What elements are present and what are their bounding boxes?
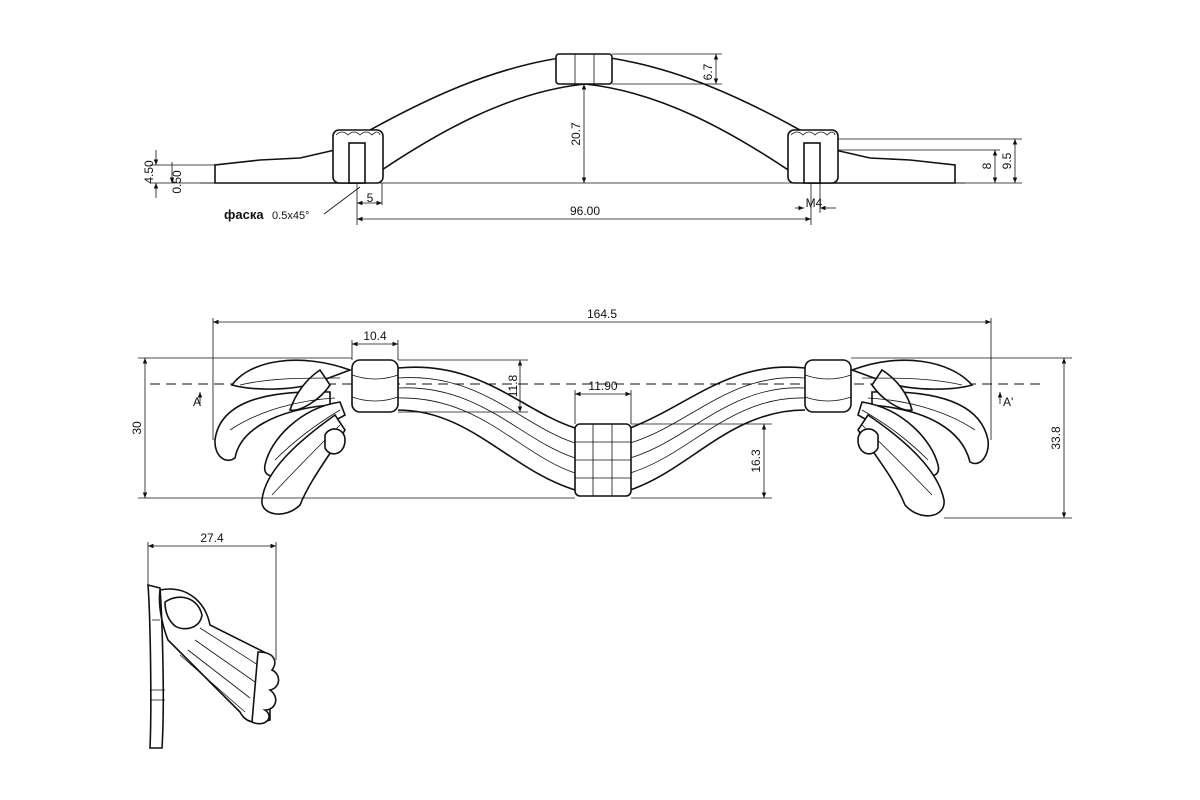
top-left-post-block <box>351 359 399 413</box>
dim-side-post-width: 5 <box>367 191 374 205</box>
side-view: 6.7 20.7 4.50 0.50 фаска 0.5x45° 5 96.00… <box>142 53 1022 225</box>
dim-side-left-base: 4.50 <box>142 160 156 184</box>
left-thread-hole <box>348 142 366 184</box>
dim-side-end-height-b: 9.5 <box>1000 152 1014 169</box>
dim-top-total-length: 164.5 <box>587 307 617 321</box>
section-label-right: A' <box>1003 395 1013 409</box>
right-thread-hole <box>803 142 821 184</box>
dim-side-left-plate: 0.50 <box>170 170 184 194</box>
section-label-left: A <box>193 395 201 409</box>
end-view: 27.4 <box>147 531 280 749</box>
dim-top-post-block-height: 11.8 <box>506 374 520 397</box>
dim-side-top-height: 6.7 <box>701 63 715 80</box>
dim-end-depth: 27.4 <box>200 531 224 545</box>
left-leaf-ornament <box>214 359 353 515</box>
dim-top-center-height: 16.3 <box>749 449 763 473</box>
dim-top-center-block-width: 11.90 <box>588 379 617 393</box>
dim-top-width-left: 30 <box>130 421 144 435</box>
dim-top-post-block-width: 10.4 <box>363 329 387 343</box>
top-center-block <box>555 53 613 85</box>
dim-top-width-right: 33.8 <box>1049 426 1063 450</box>
dim-side-thread: M4 <box>806 196 823 210</box>
top-right-post-block <box>804 359 852 413</box>
dim-side-arch-height: 20.7 <box>569 122 583 146</box>
chamfer-note: фаска 0.5x45° <box>224 206 309 223</box>
dim-side-end-height-a: 8 <box>980 162 994 169</box>
dim-side-center-distance: 96.00 <box>570 204 600 218</box>
top-view: A A' 164.5 10.4 11.8 11.90 16.3 30 <box>130 307 1072 519</box>
right-leaf-ornament <box>849 359 990 517</box>
